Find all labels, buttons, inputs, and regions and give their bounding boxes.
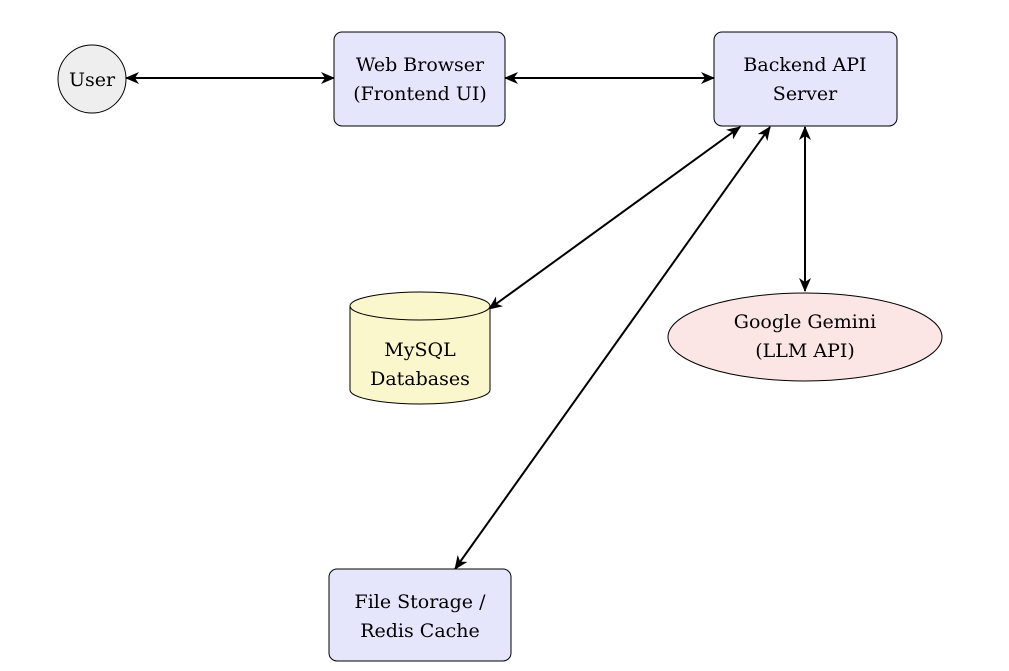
backend-api-label-line2: Server [773, 83, 838, 105]
web-browser-label-line1: Web Browser [356, 54, 485, 76]
mysql-label-line1: MySQL [384, 339, 456, 361]
file-storage-label-line2: Redis Cache [360, 620, 480, 642]
node-mysql: MySQL Databases [349, 291, 491, 405]
google-gemini-label-line2: (LLM API) [755, 340, 855, 362]
user-label: User [69, 69, 116, 91]
google-gemini-label-line1: Google Gemini [734, 311, 876, 333]
backend-api-box [713, 31, 898, 127]
mysql-cylinder-top [349, 291, 491, 321]
user-circle [57, 44, 127, 114]
node-web-browser: Web Browser (Frontend UI) [333, 31, 506, 127]
edge-backend-mysql [488, 126, 741, 310]
node-file-storage: File Storage / Redis Cache [328, 568, 512, 662]
mysql-label-line2: Databases [370, 368, 470, 390]
edge-backend-storage [454, 126, 771, 570]
node-user: User [57, 44, 127, 114]
node-google-gemini: Google Gemini (LLM API) [667, 292, 943, 382]
web-browser-box [333, 31, 506, 127]
backend-api-label-line1: Backend API [743, 54, 866, 76]
mysql-cylinder-body [349, 306, 491, 405]
google-gemini-ellipse [667, 292, 943, 382]
file-storage-box [328, 568, 512, 662]
node-backend-api: Backend API Server [713, 31, 898, 127]
web-browser-label-line2: (Frontend UI) [353, 83, 487, 105]
edges [125, 72, 811, 570]
file-storage-label-line1: File Storage / [355, 591, 487, 613]
